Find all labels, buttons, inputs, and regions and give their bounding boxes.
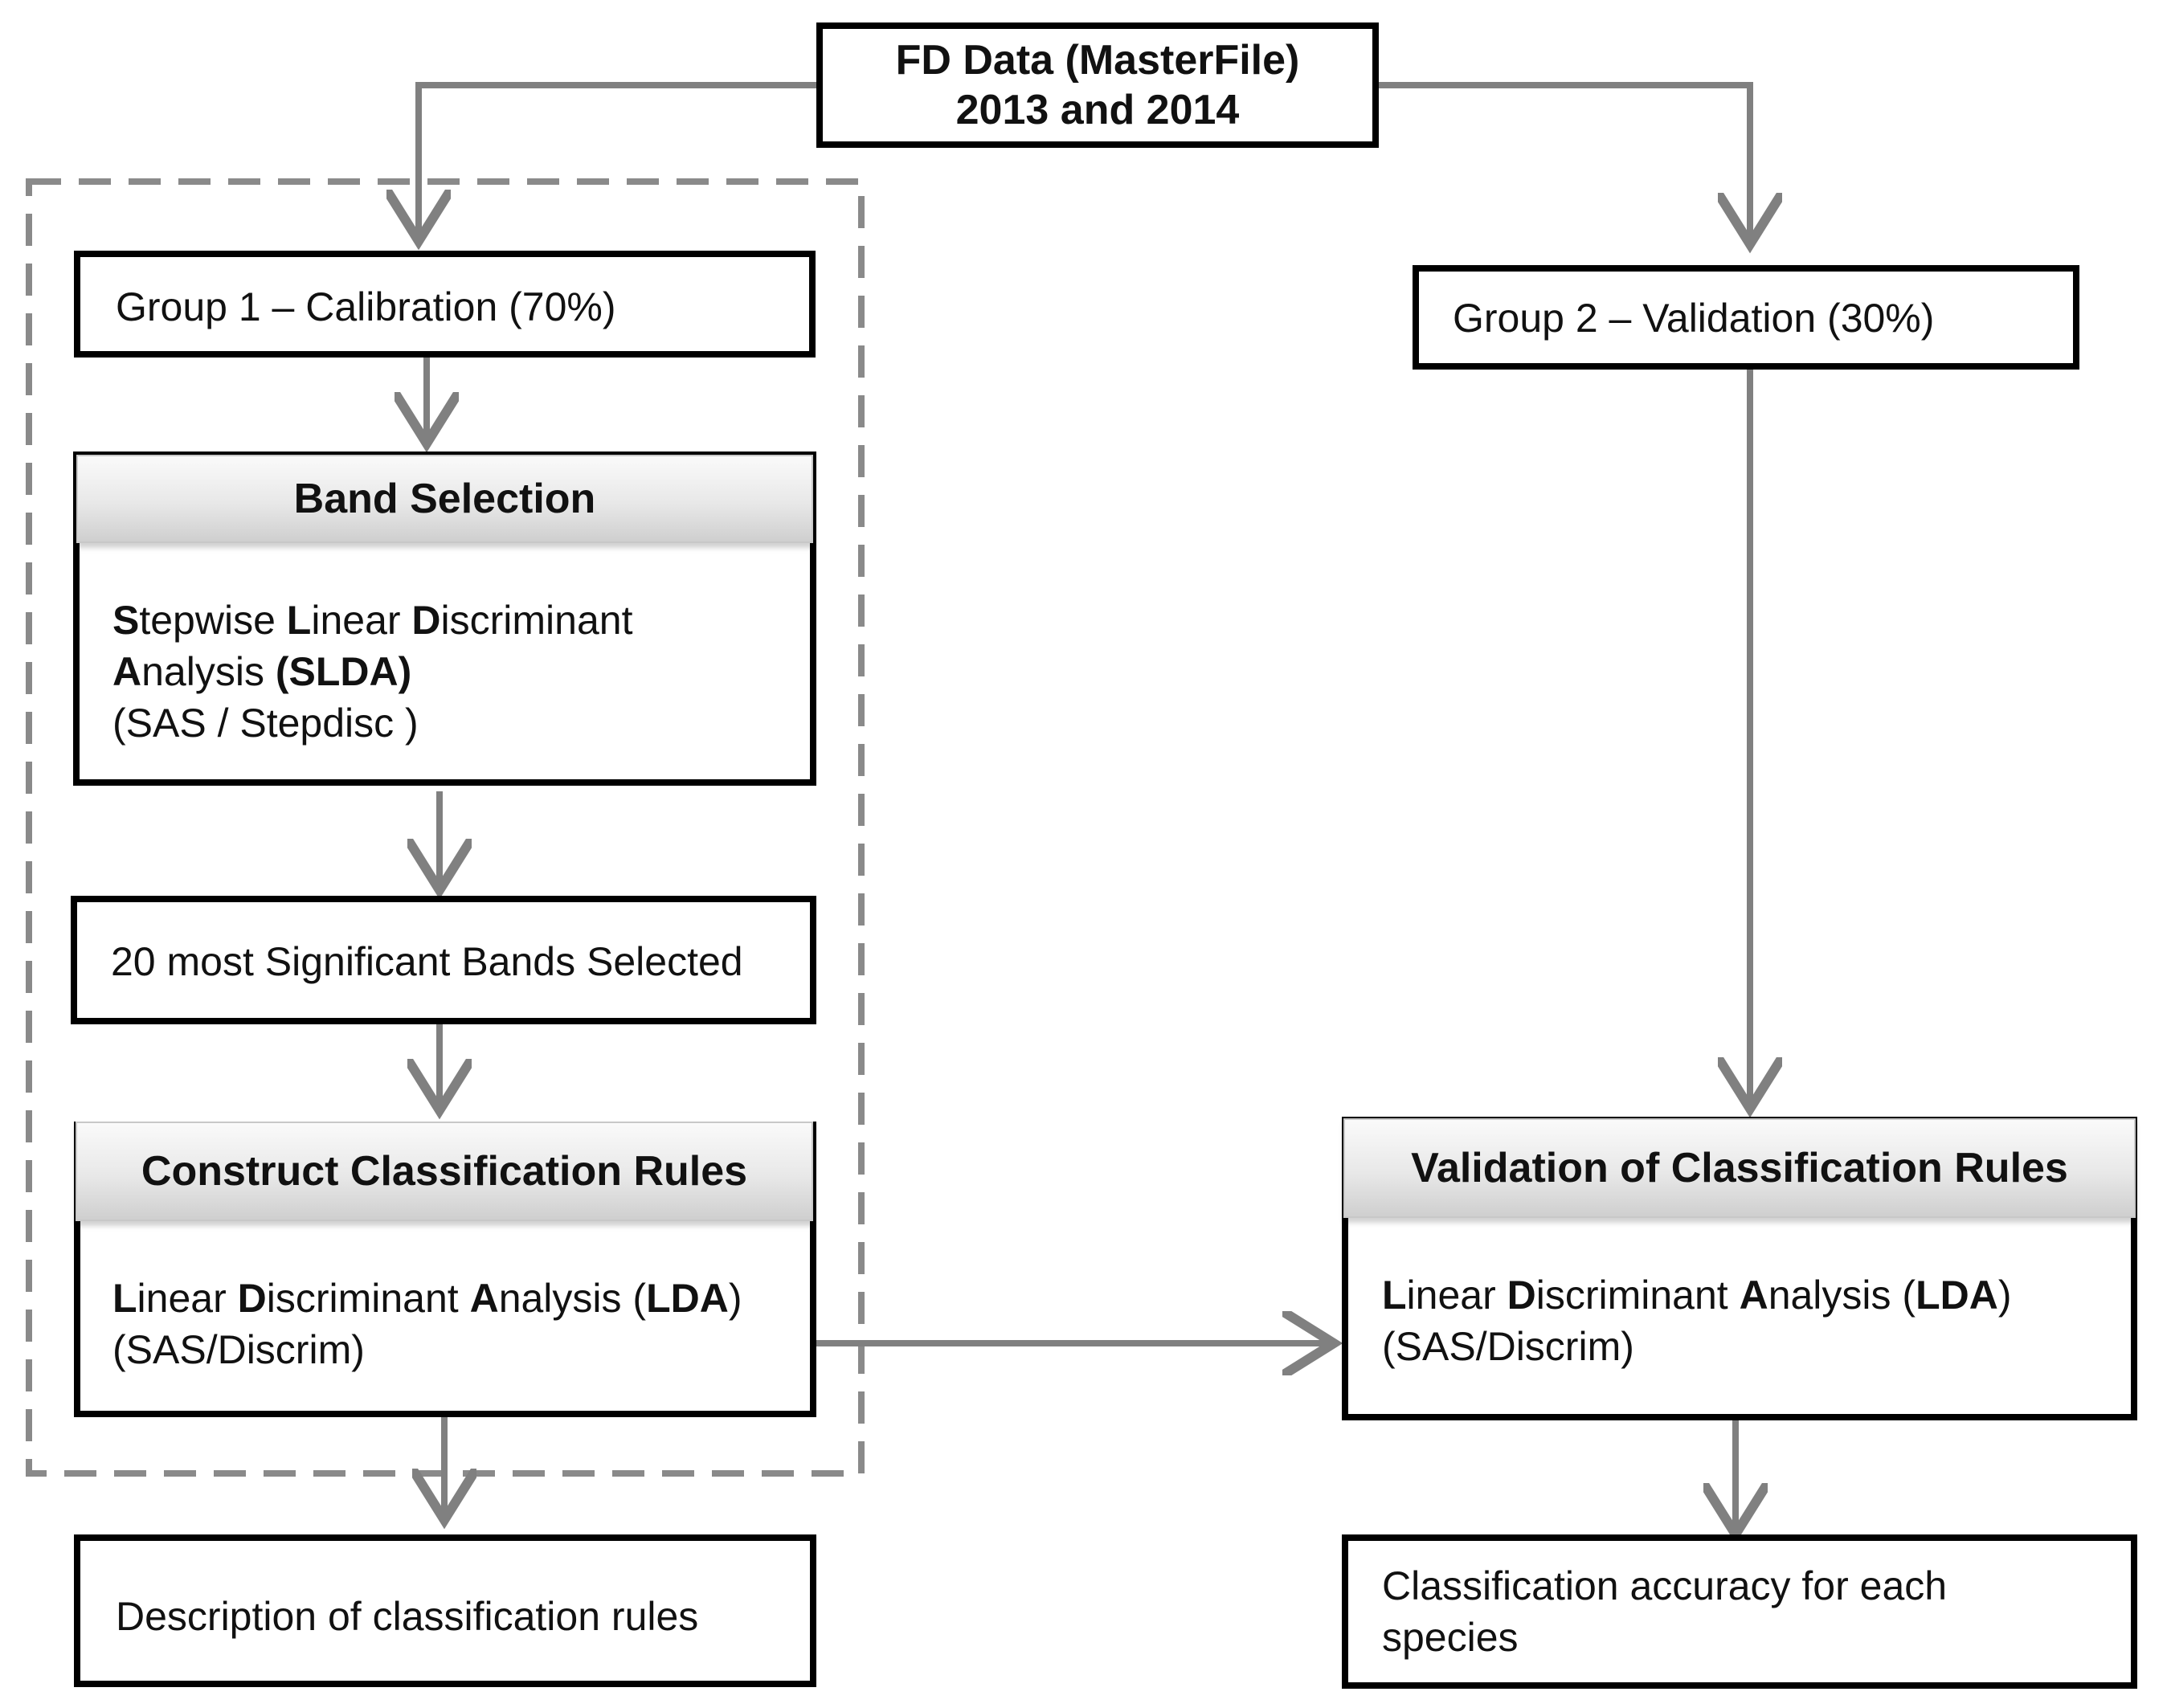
construct-text-iscriminant: iscriminant: [266, 1276, 470, 1321]
construct-bold-a: A: [469, 1276, 499, 1321]
node-fd-data-line2: 2013 and 2014: [955, 87, 1240, 133]
arrow-root-to-group2: [1375, 82, 1750, 244]
node-group2-validation: Group 2 – Validation (30%): [1413, 265, 2079, 370]
band-selection-line3: (SAS / Stepdisc ): [112, 701, 419, 746]
band-selection-line2: Analysis (SLDA): [112, 646, 411, 697]
band-selection-header: Band Selection: [76, 455, 813, 543]
node-accuracy: Classification accuracy for each species: [1342, 1534, 2137, 1689]
construct-rules-line2: (SAS/Discrim): [112, 1327, 365, 1372]
band-selection-text-tepwise: tepwise: [139, 598, 287, 643]
node-description: Description of classification rules: [74, 1534, 816, 1687]
band-selection-bold-l: L: [286, 598, 312, 643]
validation-rules-line2: (SAS/Discrim): [1382, 1324, 1634, 1369]
node-group2-label: Group 2 – Validation (30%): [1453, 296, 1935, 341]
validation-rules-line1: Linear Discriminant Analysis (LDA): [1382, 1269, 2011, 1321]
band-selection-line1: Stepwise Linear Discriminant: [112, 595, 632, 646]
node-significant-bands-label: 20 most Significant Bands Selected: [111, 939, 743, 984]
construct-bold-lda: LDA: [646, 1276, 729, 1321]
construct-bold-d: D: [237, 1276, 267, 1321]
validation-text-nalysis: nalysis (: [1768, 1273, 1916, 1318]
band-selection-text-nalysis: nalysis: [141, 649, 276, 694]
construct-text-inear: inear: [137, 1276, 238, 1321]
node-group1-label: Group 1 – Calibration (70%): [116, 284, 616, 329]
validation-bold-d: D: [1507, 1273, 1536, 1318]
band-selection-bold-d: D: [411, 598, 441, 643]
node-accuracy-line1: Classification accuracy for each: [1382, 1563, 1948, 1608]
band-selection-text-iscriminant: iscriminant: [440, 598, 633, 643]
validation-bold-a: A: [1739, 1273, 1768, 1318]
construct-rules-header: Construct Classification Rules: [76, 1122, 813, 1221]
construct-rules-line1: Linear Discriminant Analysis (LDA): [112, 1273, 742, 1324]
band-selection-bold-s: S: [112, 598, 140, 643]
arrow-root-to-group1: [419, 82, 816, 241]
node-fd-data-line1: FD Data (MasterFile): [895, 37, 1300, 84]
node-fd-data: FD Data (MasterFile) 2013 and 2014: [816, 22, 1379, 148]
validation-rules-header: Validation of Classification Rules: [1343, 1118, 2136, 1218]
node-description-label: Description of classification rules: [116, 1594, 699, 1639]
band-selection-bold-slda: (SLDA): [275, 649, 412, 694]
node-group1-calibration: Group 1 – Calibration (70%): [74, 251, 816, 358]
validation-text-iscriminant: iscriminant: [1535, 1273, 1740, 1318]
construct-text-nalysis: nalysis (: [498, 1276, 647, 1321]
band-selection-bold-a: A: [112, 649, 142, 694]
band-selection-text-inear: inear: [311, 598, 412, 643]
validation-bold-l: L: [1382, 1273, 1407, 1318]
validation-bold-lda: LDA: [1916, 1273, 1998, 1318]
node-significant-bands: 20 most Significant Bands Selected: [71, 896, 816, 1024]
construct-bold-l: L: [112, 1276, 137, 1321]
construct-text-close-paren: ): [728, 1276, 742, 1321]
node-accuracy-line2: species: [1382, 1615, 1519, 1660]
validation-text-close-paren: ): [1997, 1273, 2012, 1318]
validation-text-inear: inear: [1406, 1273, 1507, 1318]
